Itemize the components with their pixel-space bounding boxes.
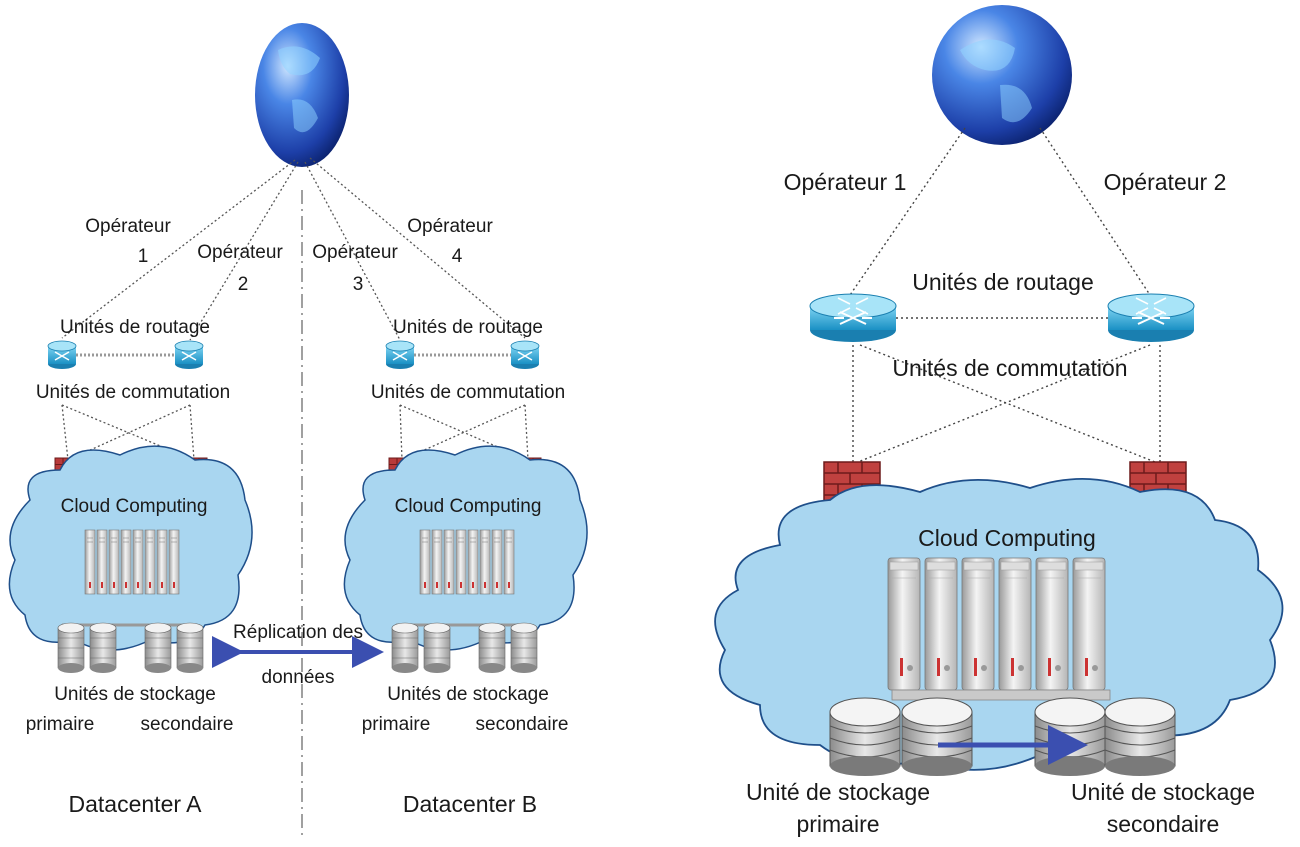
operator-1-label: Opérateur: [85, 216, 171, 237]
internet-globe-icon: [255, 23, 349, 167]
left-panel: Opérateur 1 Opérateur 2 Opérateur 3 Opér…: [8, 23, 588, 835]
operator-1-link: [849, 127, 966, 296]
operator-2-label-right: Opérateur 2: [1104, 169, 1227, 195]
internet-globe-icon-right: [932, 5, 1072, 145]
switching-units-label-right: Unités de commutation: [892, 355, 1127, 381]
right-panel: Opérateur 1 Opérateur 2 Unités de routag…: [714, 5, 1284, 837]
replication-label-line1: Réplication des: [233, 622, 363, 643]
replication-label-line2: données: [262, 667, 335, 688]
cloud-computing-label-a: Cloud Computing: [61, 496, 208, 517]
storage-units-label-b: Unités de stockage: [387, 684, 549, 705]
router-icon-b1: [385, 340, 415, 370]
secondary-label-a: secondaire: [141, 714, 234, 735]
operator-3-label: Opérateur: [312, 242, 398, 263]
operator-3-number: 3: [353, 274, 364, 295]
operator-4-label: Opérateur: [407, 216, 493, 237]
router-icon-a2: [174, 340, 204, 370]
datacenter-b: Unités de routage Unités de commutation …: [343, 317, 588, 817]
secondary-storage-label-line2: secondaire: [1107, 811, 1220, 837]
switching-units-label-b: Unités de commutation: [371, 382, 565, 403]
operator-2-number: 2: [238, 274, 249, 295]
operator-1-label-right: Opérateur 1: [784, 169, 907, 195]
storage-units-label-a: Unités de stockage: [54, 684, 216, 705]
replication-arrow: Réplication des données: [212, 622, 384, 688]
operator-2-label: Opérateur: [197, 242, 283, 263]
router-icon-right-1: [809, 293, 897, 343]
datacenter-a: Unités de routage Unités de commutation …: [8, 317, 253, 817]
operator-4-number: 4: [452, 246, 463, 267]
datacenter-b-label: Datacenter B: [403, 791, 537, 817]
datacenter-a-label: Datacenter A: [69, 791, 203, 817]
operator-2-link: [1039, 127, 1151, 296]
secondary-storage-label-line1: Unité de stockage: [1071, 779, 1255, 805]
cloud-computing-label-right: Cloud Computing: [918, 525, 1096, 551]
primary-label-a: primaire: [26, 714, 95, 735]
secondary-label-b: secondaire: [476, 714, 569, 735]
router-icon-a1: [47, 340, 77, 370]
router-icon-b2: [510, 340, 540, 370]
cloud-computing-label-b: Cloud Computing: [395, 496, 542, 517]
routing-units-label-a: Unités de routage: [60, 317, 210, 338]
primary-storage-label-line1: Unité de stockage: [746, 779, 930, 805]
router-icon-right-2: [1107, 293, 1195, 343]
left-operator-links: [61, 157, 526, 341]
routing-units-label-b: Unités de routage: [393, 317, 543, 338]
switching-units-label-a: Unités de commutation: [36, 382, 230, 403]
primary-label-b: primaire: [362, 714, 431, 735]
primary-storage-label-line2: primaire: [796, 811, 879, 837]
operator-1-number: 1: [138, 246, 149, 267]
routing-units-label-right: Unités de routage: [912, 269, 1094, 295]
